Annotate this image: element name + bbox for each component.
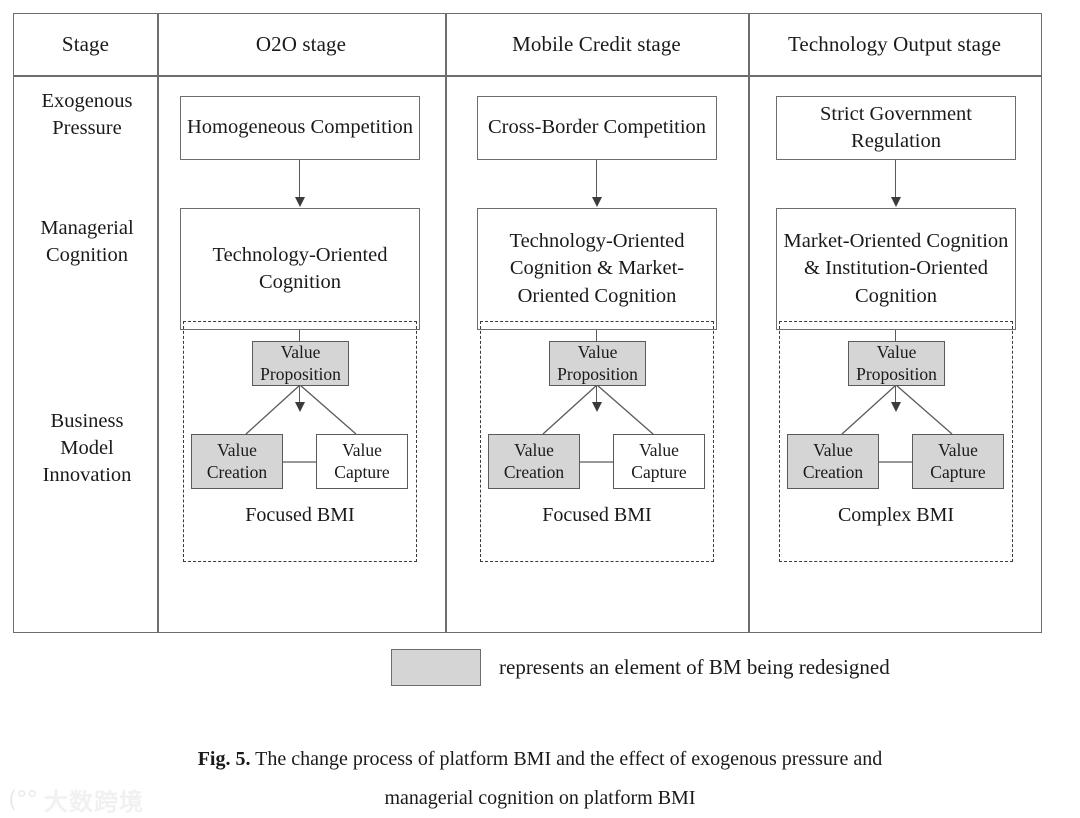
row-label-line: Innovation bbox=[42, 464, 132, 487]
arrow-head-pressure-cognition bbox=[294, 197, 305, 207]
caption-text-1: The change process of platform BMI and t… bbox=[255, 748, 883, 770]
caption-label: Fig. 5. bbox=[197, 748, 251, 770]
column-divider-1 bbox=[157, 14, 159, 632]
arrow-head-pressure-cognition bbox=[890, 197, 901, 207]
stage-column-technology-output: Strict Government Regulation Market-Orie… bbox=[748, 75, 1041, 632]
legend: represents an element of BM being redesi… bbox=[391, 648, 890, 686]
cognition-box-mobile-credit: Technology-Oriented Cognition & Market-O… bbox=[477, 208, 717, 330]
stage-column-mobile-credit: Cross-Border Competition Technology-Orie… bbox=[445, 75, 748, 632]
arrow-head-pressure-cognition bbox=[591, 197, 602, 207]
header-technology-output-stage: Technology Output stage bbox=[787, 32, 1002, 56]
header-mobile-credit-stage: Mobile Credit stage bbox=[512, 32, 681, 56]
row-label-managerial-cognition: Managerial Cognition bbox=[16, 215, 158, 269]
row-label-line: Exogenous bbox=[41, 90, 133, 112]
row-label-line: Model bbox=[60, 437, 114, 460]
pressure-box-mobile-credit: Cross-Border Competition bbox=[477, 96, 717, 160]
row-label-exogenous-pressure: Exogenous Pressure bbox=[16, 88, 158, 142]
caption-line-1: Fig. 5. The change process of platform B… bbox=[0, 740, 1080, 779]
arrow-line-pressure-cognition bbox=[596, 160, 598, 202]
watermark-text: 大数跨境 bbox=[43, 788, 144, 816]
arrow-line-pressure-cognition bbox=[299, 160, 301, 202]
arrow-line-pressure-cognition bbox=[895, 160, 897, 202]
row-label-line: Pressure bbox=[52, 117, 122, 140]
header-stage: Stage bbox=[61, 32, 110, 56]
row-label-line: Cognition bbox=[45, 244, 128, 267]
legend-text: represents an element of BM being redesi… bbox=[499, 654, 890, 679]
stage-column-o2o: Homogeneous Competition Technology-Orien… bbox=[157, 75, 445, 632]
watermark: (°° 大数跨境 bbox=[8, 782, 144, 817]
row-label-line: Managerial bbox=[40, 217, 134, 239]
header-row-divider bbox=[14, 75, 1041, 77]
bmi-label-o2o: Focused BMI bbox=[245, 504, 355, 526]
pressure-box-technology-output: Strict Government Regulation bbox=[776, 96, 1016, 160]
cognition-box-o2o: Technology-Oriented Cognition bbox=[180, 208, 420, 330]
watermark-logo-icon: (°° bbox=[8, 786, 38, 813]
row-label-business-model-innovation: Business Model Innovation bbox=[16, 408, 158, 489]
cognition-box-technology-output: Market-Oriented Cognition & Institution-… bbox=[776, 208, 1016, 330]
column-divider-2 bbox=[445, 14, 447, 632]
caption-line-2: managerial cognition on platform BMI bbox=[384, 787, 696, 809]
header-o2o-stage: O2O stage bbox=[255, 32, 347, 56]
pressure-box-o2o: Homogeneous Competition bbox=[180, 96, 420, 160]
bmi-label-mobile-credit: Focused BMI bbox=[542, 504, 652, 526]
legend-swatch-redesigned bbox=[391, 648, 481, 686]
row-label-line: Business bbox=[50, 410, 124, 432]
figure-caption: Fig. 5. The change process of platform B… bbox=[0, 740, 1080, 818]
column-divider-3 bbox=[748, 14, 750, 632]
figure-table: Stage O2O stage Mobile Credit stage Tech… bbox=[13, 13, 1042, 633]
bmi-label-technology-output: Complex BMI bbox=[837, 504, 955, 526]
